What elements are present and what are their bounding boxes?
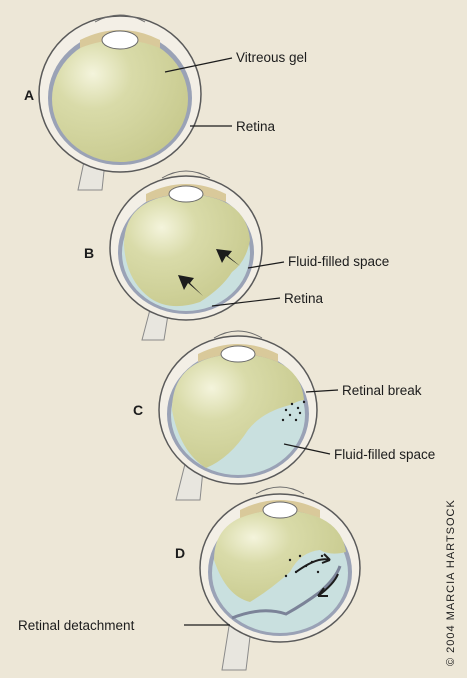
- arrow-icon: [178, 275, 203, 296]
- leader-fluid-filled-space-c: [283, 443, 331, 455]
- label-retinal-detachment: Retinal detachment: [18, 618, 135, 633]
- retinal-break-particles: [281, 400, 306, 422]
- detached-retina-fold: [231, 565, 342, 620]
- arrow-icon: [216, 249, 240, 266]
- lens-a: [101, 30, 139, 50]
- cornea-d: [255, 486, 305, 495]
- eye-a: [38, 14, 202, 191]
- copyright-credit: © 2004 MARCIA HARTSOCK: [445, 499, 457, 666]
- eye-c: [158, 330, 318, 501]
- leader-retina-b: [211, 297, 281, 307]
- arrowhead-icon: [321, 553, 331, 564]
- vitreous-gel-c: [172, 354, 304, 468]
- particles-d: [284, 554, 324, 578]
- panel-letter-c: C: [133, 402, 144, 418]
- vitreous-gel-d: [214, 510, 346, 602]
- lens-b: [168, 185, 204, 203]
- eye-b: [109, 170, 263, 341]
- panel-letter-b: B: [84, 245, 95, 261]
- label-fluid-filled-space-b: Fluid-filled space: [288, 254, 390, 269]
- panel-letter-d: D: [175, 545, 186, 561]
- cornea-b: [161, 170, 211, 179]
- vitreous-gel-b: [124, 194, 250, 307]
- vitreous-gel-a: [52, 36, 188, 162]
- label-retinal-break: Retinal break: [342, 383, 422, 398]
- panel-letter-a: A: [24, 87, 35, 103]
- leader-lines: [164, 57, 339, 626]
- cornea-a: [94, 14, 146, 23]
- label-fluid-filled-space-c: Fluid-filled space: [334, 447, 436, 462]
- curved-arrow-icon: [295, 558, 331, 573]
- cornea-c: [213, 330, 263, 339]
- label-retina-a: Retina: [236, 119, 276, 134]
- lens-c: [220, 345, 256, 363]
- eye-d: [199, 486, 361, 671]
- label-retina-b: Retina: [284, 291, 324, 306]
- leader-vitreous-gel: [164, 57, 233, 73]
- leader-fluid-filled-space-b: [247, 261, 285, 269]
- lens-d: [262, 501, 298, 519]
- label-vitreous-gel: Vitreous gel: [236, 50, 308, 65]
- arrowhead-icon: [317, 587, 328, 597]
- leader-retinal-break: [305, 389, 339, 393]
